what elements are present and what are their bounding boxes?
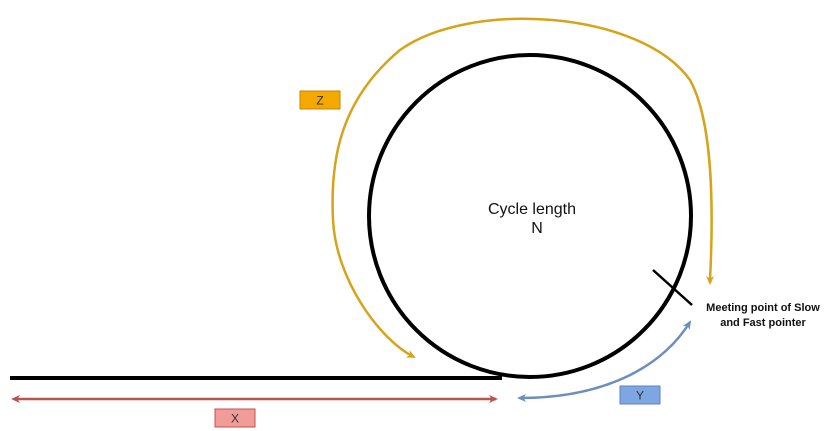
z-tag: Z (299, 90, 341, 110)
y-arrow (517, 320, 692, 402)
meeting-point-tick (652, 269, 693, 306)
meeting-point-label-line2: and Fast pointer (720, 317, 806, 329)
z-arrow (331, 17, 713, 359)
cycle-length-title: Cycle length (488, 201, 576, 218)
z-tag-label: Z (316, 94, 323, 108)
x-tag-label: X (231, 412, 239, 426)
cycle-length-symbol: N (531, 220, 543, 237)
x-tag: X (214, 408, 256, 428)
y-tag: Y (619, 385, 661, 405)
y-tag-label: Y (636, 389, 644, 403)
meeting-point-label-line1: Meeting point of Slow (706, 302, 820, 314)
